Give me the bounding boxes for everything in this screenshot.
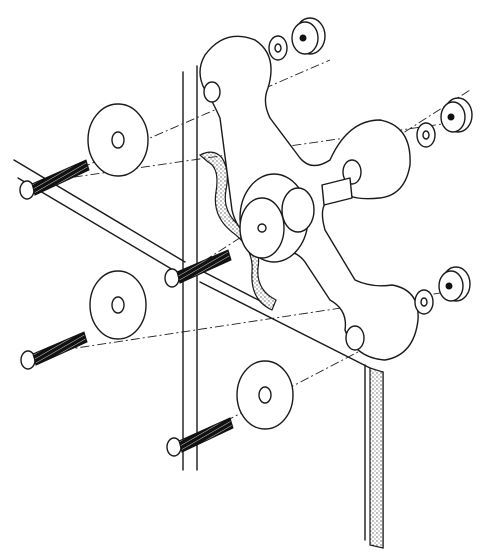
glass-panel-edge	[17, 177, 186, 278]
spider-arm-barrel	[321, 177, 353, 206]
spider-hub-collar	[281, 187, 315, 233]
disc-washers	[87, 103, 294, 430]
glass-panel-edge	[199, 281, 371, 369]
bolt-shank	[178, 417, 234, 453]
nuts-and-washers	[268, 17, 473, 315]
bolt-shank	[176, 249, 232, 284]
glass-panels	[13, 65, 384, 549]
glass-panel-edge	[13, 159, 186, 263]
spider-arm-hole	[345, 325, 365, 351]
spider-fitting	[199, 35, 419, 361]
bolt-shank	[31, 159, 90, 196]
spider-hub-hole	[257, 223, 267, 233]
spider-arm-hole	[203, 81, 221, 103]
bolt-shank	[32, 331, 88, 366]
countersunk-bolts	[19, 159, 234, 457]
glass-panel-section	[369, 367, 384, 549]
